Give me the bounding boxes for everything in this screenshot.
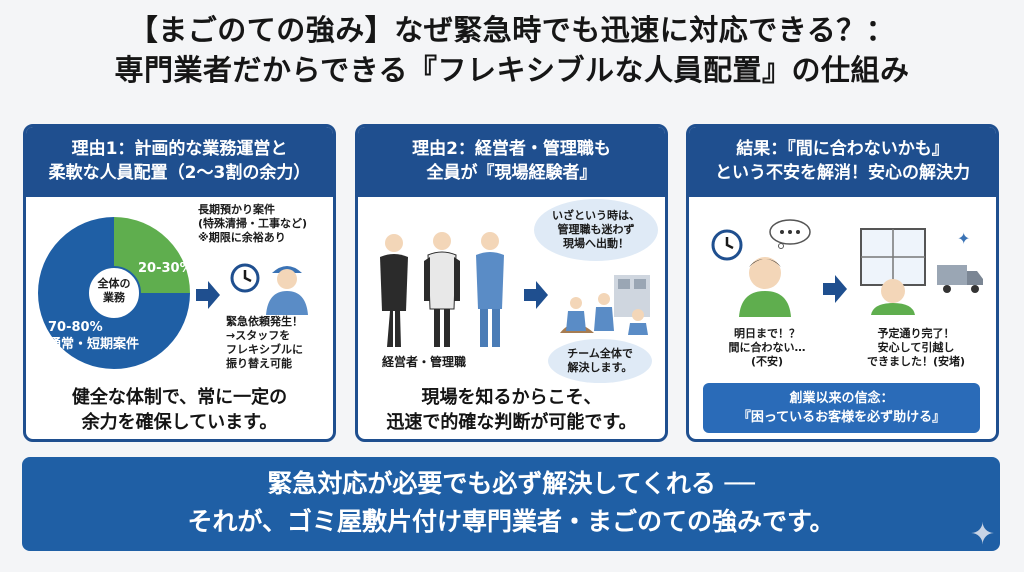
arrow-right-icon xyxy=(823,275,847,303)
emergency-line3: フレキシブルに xyxy=(226,343,303,356)
worry-line1: 明日まで！？ xyxy=(734,327,800,340)
reason2-title-line2: 全員が『現場経験者』 xyxy=(426,163,597,183)
conclusion-banner: 緊急対応が必要でも必ず解決してくれる ── それが、ゴミ屋敷片付け専門業者・まご… xyxy=(22,457,1000,551)
pie-center-label: 全体の 業務 xyxy=(88,277,140,305)
note-line1: 長期預かり案件 xyxy=(198,203,275,216)
sparkle-icon: ✦ xyxy=(970,517,996,552)
pie-center-line2: 業務 xyxy=(103,291,125,304)
page-title: 【まごのての強み】なぜ緊急時でも迅速に対応できる？： 専門業者だからできる『フレ… xyxy=(0,10,1024,90)
clock-icon xyxy=(711,229,743,261)
clock-icon xyxy=(230,263,260,293)
belief-line2: 『困っているお客様を必ず助ける』 xyxy=(737,410,946,425)
reason2-panel: 理由2：経営者・管理職も 全員が『現場経験者』 経営者・管理職 xyxy=(355,124,668,442)
team-working-illustration xyxy=(560,275,650,335)
note-line2: (特殊清掃・工事など) xyxy=(198,217,308,230)
bubble1-line1: いざという時は、 xyxy=(552,209,640,222)
workload-pie-chart xyxy=(38,217,190,369)
blue-label: 通常・短期案件 xyxy=(48,337,140,352)
title-line1: 【まごのての強み】なぜ緊急時でも迅速に対応できる？： xyxy=(128,13,896,47)
belief-line1: 創業以来の信念： xyxy=(789,391,894,406)
arrow-right-icon xyxy=(524,281,548,309)
worry-line3: (不安) xyxy=(750,355,784,368)
worker-uniform-icon xyxy=(476,232,504,347)
reason1-caption-line2: 余力を確保しています。 xyxy=(81,412,278,433)
reason2-caption: 現場を知るからこそ、 迅速で的確な判断が可能です。 xyxy=(358,385,665,435)
result-title-line1: 結果：『間に合わないかも』 xyxy=(736,139,949,159)
worried-customer-icon xyxy=(739,257,791,317)
staff-label: 経営者・管理職 xyxy=(382,355,467,369)
bubble2-line1: チーム全体で xyxy=(567,347,633,360)
blue-percentage-block: 70-80% 通常・短期案件 xyxy=(48,319,139,353)
sparkle-icon: ✦ xyxy=(957,229,971,248)
result-title-line2: という不安を解消！安心の解決力 xyxy=(715,163,970,183)
reason2-header: 理由2：経営者・管理職も 全員が『現場経験者』 xyxy=(358,127,665,197)
reason1-body: 全体の 業務 20-30% 70-80% 通常・短期案件 長期預かり案件 (特殊… xyxy=(26,197,333,439)
long-term-note: 長期預かり案件 (特殊清掃・工事など) ※期限に余裕あり xyxy=(198,203,328,245)
worry-line2: 間に合わない… xyxy=(728,341,806,354)
note-line3: ※期限に余裕あり xyxy=(198,231,286,244)
arrow-right-icon xyxy=(196,281,220,309)
conclusion-line2: それが、ゴミ屋敷片付け専門業者・まごのての強みです。 xyxy=(187,507,835,536)
title-line2: 専門業者だからできる『フレキシブルな人員配置』の仕組み xyxy=(114,53,910,87)
suit-man-icon xyxy=(380,234,408,347)
reason2-title-line1: 理由2：経営者・管理職も xyxy=(412,139,611,159)
result-body: ✦ 明日まで！？ 間に合わない… (不安) 予定通り完了！ 安心して引越し でき… xyxy=(689,197,996,439)
bubble1-line3: 現場へ出動！ xyxy=(563,237,629,250)
reason1-header: 理由1：計画的な業務運営と 柔軟な人員配置（2〜3割の余力） xyxy=(26,127,333,197)
result-header: 結果：『間に合わないかも』 という不安を解消！安心の解決力 xyxy=(689,127,996,197)
pie-center-line1: 全体の xyxy=(97,277,131,290)
relief-text: 予定通り完了！ 安心して引越し できました！(安堵) xyxy=(851,327,981,369)
speech-bubble-dispatch: いざという時は、 管理職も迷わず 現場へ出動！ xyxy=(534,199,658,261)
reason2-caption-line1: 現場を知るからこそ、 xyxy=(421,387,602,408)
emergency-line1: 緊急依頼発生！ xyxy=(226,315,303,328)
bubble2-line2: 解決します。 xyxy=(567,361,633,374)
reason1-caption-line1: 健全な体制で、常に一定の xyxy=(71,387,288,408)
reason2-caption-line2: 迅速で的確な判断が可能です。 xyxy=(386,412,637,433)
truck-icon xyxy=(937,265,983,293)
result-panel: 結果：『間に合わないかも』 という不安を解消！安心の解決力 xyxy=(686,124,999,442)
worry-text: 明日まで！？ 間に合わない… (不安) xyxy=(711,327,823,369)
reason1-caption: 健全な体制で、常に一定の 余力を確保しています。 xyxy=(26,385,333,435)
pie-center xyxy=(87,266,141,320)
shirt-man-icon xyxy=(424,232,460,347)
relief-line2: 安心して引越し xyxy=(877,341,955,354)
window-icon xyxy=(860,228,926,315)
relief-line3: できました！(安堵) xyxy=(866,355,966,368)
emergency-note: 緊急依頼発生！ →スタッフを フレキシブルに 振り替え可能 xyxy=(226,315,330,371)
managers-illustration xyxy=(380,232,504,347)
founding-belief-box: 創業以来の信念： 『困っているお客様を必ず助ける』 xyxy=(703,383,980,433)
relief-line1: 予定通り完了！ xyxy=(877,327,955,340)
green-percentage: 20-30% xyxy=(138,261,193,276)
speech-bubble-team: チーム全体で 解決します。 xyxy=(548,339,652,383)
thought-bubble-icon xyxy=(769,219,811,249)
reason1-title-line1: 理由1：計画的な業務運営と xyxy=(71,139,288,159)
conclusion-line1: 緊急対応が必要でも必ず解決してくれる ── xyxy=(267,469,755,498)
blue-percentage: 70-80% xyxy=(48,320,103,335)
emergency-line2: →スタッフを xyxy=(226,329,291,342)
bubble1-line2: 管理職も迷わず xyxy=(557,223,635,236)
reason2-body: 経営者・管理職 いざという時は、 管理職も迷わず 現場へ出動！ チーム全体で xyxy=(358,197,665,439)
reason1-title-line2: 柔軟な人員配置（2〜3割の余力） xyxy=(48,163,311,183)
emergency-line4: 振り替え可能 xyxy=(226,357,292,370)
worker-icon xyxy=(266,266,308,315)
reason1-panel: 理由1：計画的な業務運営と 柔軟な人員配置（2〜3割の余力） 全体の 業務 20… xyxy=(23,124,336,442)
